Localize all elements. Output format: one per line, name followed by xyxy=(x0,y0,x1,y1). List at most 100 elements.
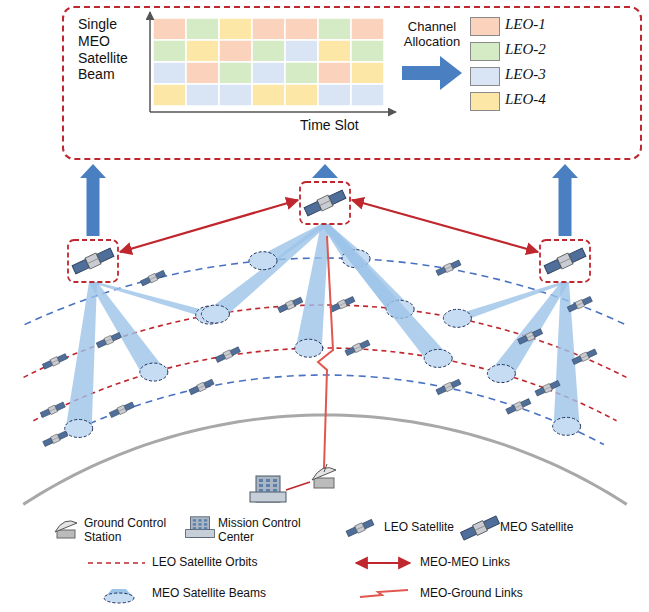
slot-cell xyxy=(153,40,186,62)
leo-satellite xyxy=(572,348,598,365)
legend-text: LEO-1 xyxy=(505,16,546,33)
beam-footprint xyxy=(487,365,515,383)
slot-cell xyxy=(219,40,252,62)
legend-text: Ground Control Station xyxy=(84,517,179,545)
leo-satellite xyxy=(345,339,371,356)
slot-cell xyxy=(318,62,351,84)
leo-satellite xyxy=(535,380,561,397)
slot-cell xyxy=(252,40,285,62)
meo-meo-link xyxy=(352,200,538,252)
legend-text: MEO Satellite Beams xyxy=(152,587,302,601)
beam-footprint xyxy=(443,309,471,327)
leo-satellite xyxy=(109,401,135,418)
leo-satellite xyxy=(189,378,215,395)
ground-link xyxy=(286,482,310,490)
slot-cell xyxy=(252,18,285,40)
slot-cell xyxy=(351,18,384,40)
leo-satellite xyxy=(40,401,66,418)
legend-text: LEO Satellite xyxy=(384,521,474,535)
slot-cell xyxy=(153,84,186,106)
block-arrow xyxy=(402,56,462,90)
slot-cell xyxy=(219,18,252,40)
legend-swatch xyxy=(470,17,500,36)
axis-line xyxy=(150,111,396,113)
legend-sample xyxy=(55,521,77,538)
leo-satellite xyxy=(277,296,303,313)
meo-box xyxy=(300,182,350,224)
ground-station xyxy=(312,464,336,488)
panel-box: Single MEO Satellite Beam xyxy=(62,6,642,160)
leo-satellite xyxy=(505,398,531,415)
axis-line xyxy=(149,12,151,112)
meo-box xyxy=(540,240,590,282)
leo-satellite xyxy=(436,378,462,395)
meo-satellite xyxy=(303,189,346,218)
meo-box xyxy=(68,240,118,282)
slot-cell xyxy=(351,40,384,62)
block-arrow xyxy=(552,164,578,236)
beam-footprint xyxy=(201,305,229,323)
legend-sample xyxy=(360,590,408,597)
beam-footprint xyxy=(140,363,168,381)
legend-swatch xyxy=(470,67,500,86)
slot-cell xyxy=(351,84,384,106)
legend-text: MEO-MEO Links xyxy=(420,556,570,570)
slot-cell xyxy=(186,18,219,40)
slot-cell xyxy=(351,62,384,84)
axis-label: Time Slot xyxy=(300,117,390,133)
meo-ground-link xyxy=(318,236,333,468)
slot-cell xyxy=(252,84,285,106)
slot-cell xyxy=(285,84,318,106)
slot-cell xyxy=(219,62,252,84)
slot-cell xyxy=(186,84,219,106)
beam-footprint xyxy=(295,339,323,357)
leo-satellite xyxy=(517,328,543,345)
mission-control-center xyxy=(250,476,286,502)
leo-satellite xyxy=(42,430,68,447)
slot-cell xyxy=(318,40,351,62)
legend-swatch xyxy=(470,92,500,111)
slot-cell xyxy=(285,40,318,62)
slot-cell xyxy=(153,18,186,40)
leo-satellite xyxy=(42,353,68,370)
slot-cell xyxy=(153,62,186,84)
slot-cell xyxy=(219,84,252,106)
slot-cell xyxy=(186,40,219,62)
satellite-beam xyxy=(488,282,569,374)
legend-sample xyxy=(346,518,375,537)
slot-cell xyxy=(252,62,285,84)
panel-title: Single MEO Satellite Beam xyxy=(78,16,150,83)
satellite-beam xyxy=(296,224,329,348)
slot-cell xyxy=(285,18,318,40)
legend-sample xyxy=(186,517,215,538)
axis-label: Channel Allocation xyxy=(392,20,472,50)
legend-text: MEO-Ground Links xyxy=(420,587,570,601)
leo-satellite xyxy=(96,332,122,349)
leo-satellite xyxy=(436,259,462,276)
leo-satellite xyxy=(329,296,355,313)
legend-sample xyxy=(88,562,145,564)
leo-satellite xyxy=(140,270,166,287)
leo-satellite xyxy=(215,346,241,363)
meo-meo-link xyxy=(120,200,298,252)
beam-footprint xyxy=(65,419,93,437)
beam-footprint xyxy=(424,349,452,367)
block-arrow xyxy=(312,164,338,178)
satellite-beam xyxy=(89,282,167,372)
legend-text: LEO-3 xyxy=(505,66,546,83)
legend-swatch xyxy=(470,42,500,61)
legend-text: LEO-4 xyxy=(505,91,546,108)
beam-footprint xyxy=(249,252,277,270)
satellite-beam xyxy=(66,282,97,428)
legend-sample xyxy=(104,593,134,603)
legend-text: LEO-2 xyxy=(505,41,546,58)
legend-text: MEO Satellite xyxy=(500,521,600,535)
slot-cell xyxy=(318,84,351,106)
legend-text: LEO Satellite Orbits xyxy=(152,556,302,570)
meo-satellite xyxy=(543,247,586,276)
slot-cell xyxy=(318,18,351,40)
beam-footprint xyxy=(553,417,581,435)
meo-satellite xyxy=(71,247,114,276)
legend-text: Mission Control Center xyxy=(218,517,318,545)
